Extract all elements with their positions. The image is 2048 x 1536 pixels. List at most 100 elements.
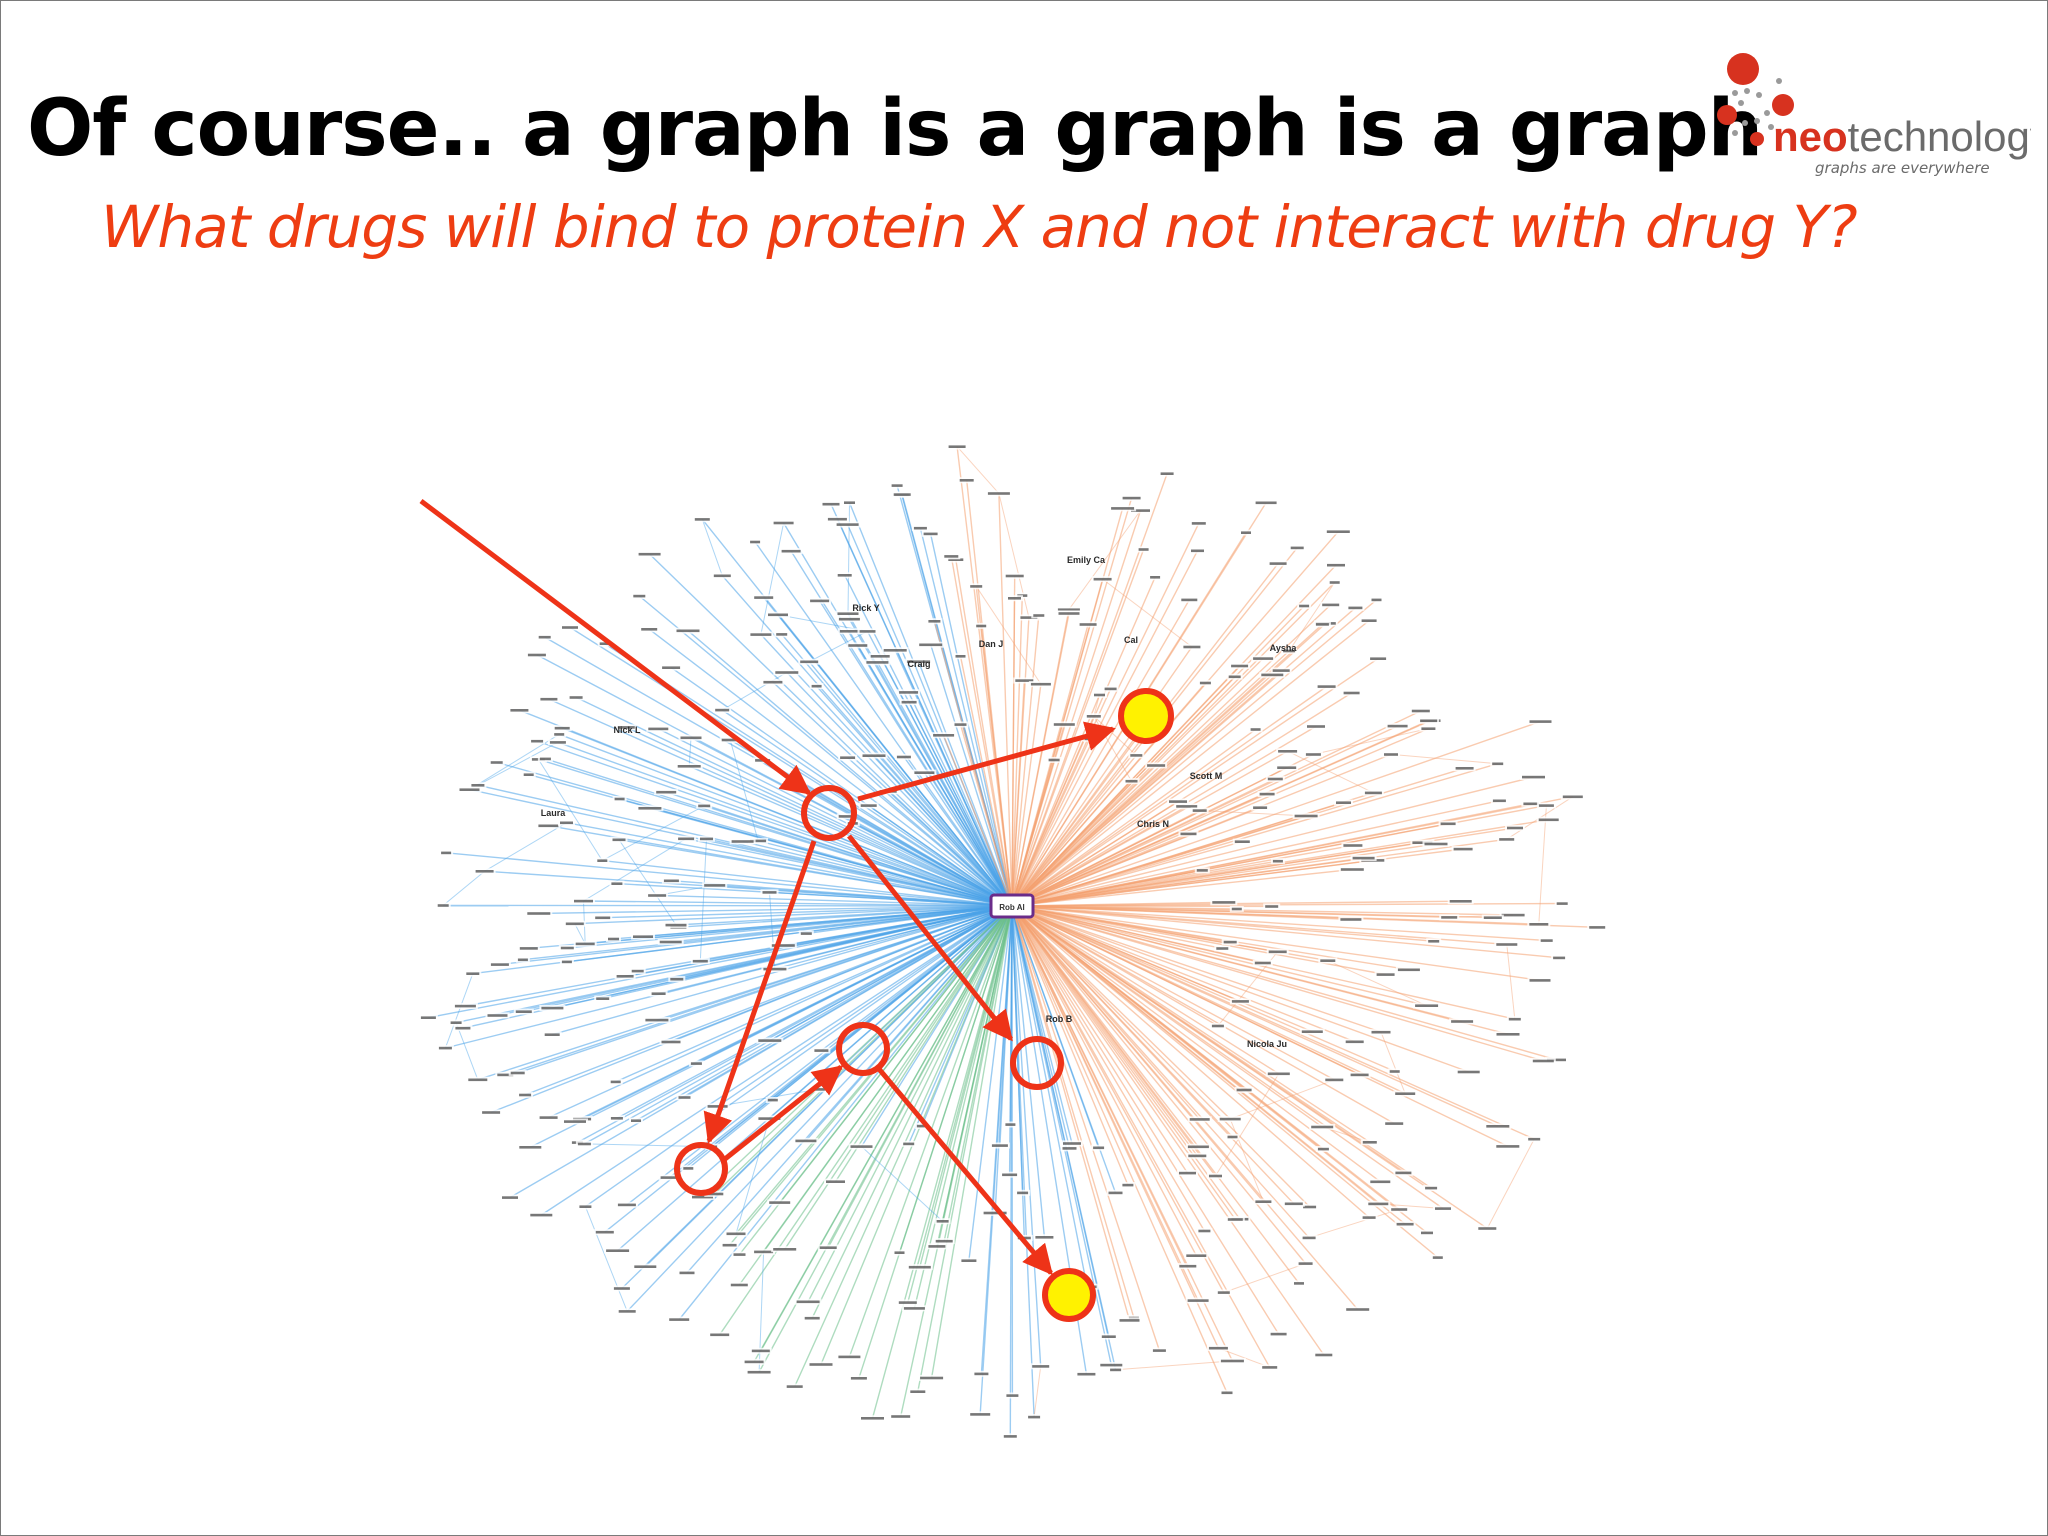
graph-node-label-glyph (1108, 1191, 1123, 1195)
graph-node-label-glyph (814, 1049, 829, 1052)
graph-node-label-glyph (836, 523, 859, 526)
graph-node-label-glyph (1234, 840, 1250, 843)
graph-edge (688, 737, 692, 767)
graph-node-label-glyph (575, 942, 595, 946)
graph-edge (1011, 868, 1353, 907)
graph-edge (871, 905, 1013, 1419)
graph-node-label-glyph (1528, 1137, 1541, 1141)
graph-node-label-glyph (827, 517, 847, 521)
graph-node-label-glyph (678, 837, 695, 841)
graph-node-label-glyph (862, 754, 886, 757)
graph-node-label-glyph (944, 555, 959, 558)
graph-edge (657, 728, 1013, 907)
graph-node-label-glyph (898, 1301, 917, 1304)
graph-node-label-glyph (707, 1105, 728, 1108)
graph-node-label-glyph (517, 958, 528, 962)
graph-node-label-glyph (1150, 576, 1161, 579)
graph-node-label-glyph (954, 723, 967, 726)
graph-node-label-glyph (928, 1245, 946, 1248)
graph-edge (760, 522, 785, 635)
graph-node-label-glyph (810, 599, 830, 603)
graph-node-label-glyph (599, 642, 610, 645)
hub-node: Rob Al (989, 893, 1035, 919)
graph-edge (1506, 944, 1516, 1020)
graph-edge (649, 553, 1013, 907)
graph-node-label-glyph (564, 1120, 586, 1123)
graph-edge (959, 656, 1013, 907)
graph-node-label-glyph (1325, 1078, 1344, 1082)
graph-node-label-glyph (438, 1046, 452, 1050)
graph-node-label-glyph (1269, 562, 1287, 565)
graph-node-label-glyph (1395, 1171, 1412, 1175)
graph-edge (930, 905, 1013, 1379)
graph-edge (1011, 905, 1129, 1186)
graph-edge (1011, 905, 1560, 959)
graph-node-label-glyph (562, 626, 578, 629)
graph-node-label-glyph (920, 1376, 944, 1380)
graph-node-label-glyph (618, 1310, 636, 1313)
graph-node-label-glyph (538, 824, 559, 828)
graph-node-label-glyph (1160, 472, 1174, 475)
graph-edge (558, 733, 1013, 907)
graph-node-label-glyph (690, 1062, 702, 1065)
graph-node-label-glyph (611, 882, 623, 885)
graph-node-label-glyph (750, 839, 767, 843)
graph-node-label: Nick L (613, 725, 641, 735)
graph-edge (1011, 905, 1325, 1356)
graph-edge (1011, 620, 1370, 907)
graph-node-label-glyph (1317, 685, 1336, 688)
graph-edge (1011, 905, 1088, 1287)
graph-edge (1093, 694, 1100, 717)
graph-node-label-glyph (1048, 758, 1060, 762)
graph-node-label-glyph (595, 916, 611, 920)
graph-node-label-glyph (1255, 1200, 1272, 1203)
graph-edge (701, 519, 723, 576)
graph-node-label: Emily Ca (1067, 555, 1106, 565)
graph-node-label-glyph (1209, 1174, 1222, 1178)
graph-node-label-glyph (1100, 1363, 1123, 1367)
graph-node-label-glyph (1538, 804, 1554, 807)
graph-node-label-glyph (923, 532, 938, 536)
graph-node-label-glyph (1396, 1222, 1414, 1226)
graph-edge (678, 905, 1013, 1320)
graph-node-label-glyph (1179, 1264, 1197, 1268)
graph-edge (1011, 713, 1153, 907)
graph-edge (1011, 905, 1544, 1062)
graph-edge (1011, 604, 1332, 907)
graph-node-label-glyph (487, 1014, 508, 1017)
graph-node-label-glyph (648, 894, 667, 897)
graph-edge (1011, 905, 1323, 1128)
graph-edge (1011, 905, 1189, 1267)
graph-node-label-glyph (1411, 709, 1430, 713)
graph-edge (774, 905, 1013, 970)
graph-edge (702, 905, 1013, 1198)
graph-node-label-glyph (1261, 673, 1284, 677)
graph-node-label-glyph (866, 661, 889, 664)
graph-node-label-glyph (466, 972, 480, 975)
graph-edge (1011, 599, 1190, 907)
graph-edge (583, 900, 1013, 907)
graph-node-label-glyph (608, 937, 619, 941)
graph-node-label-glyph (1327, 563, 1345, 567)
graph-node-label-glyph (1199, 681, 1211, 685)
graph-node-label-glyph (694, 518, 710, 521)
graph-edge (1390, 753, 1498, 765)
graph-node-label-glyph (822, 502, 840, 506)
graph-edge (1011, 720, 1541, 907)
graph-node-label-glyph (497, 1073, 514, 1077)
graph-node-label-glyph (596, 997, 610, 1000)
graph-node-label-glyph (1216, 947, 1229, 950)
graph-edge (575, 696, 1013, 907)
graph-node-label-glyph (896, 755, 911, 759)
graph-node-label-glyph (475, 870, 494, 873)
graph-node-label-glyph (1326, 530, 1350, 533)
graph-edge (619, 798, 1013, 907)
graph-node-label-glyph (577, 1142, 591, 1146)
target-drug-node-bottom (1042, 1268, 1096, 1322)
graph-edge (1011, 905, 1280, 1075)
graph-edge (1011, 905, 1300, 1284)
graph-edge (797, 784, 1013, 907)
graph-edge (687, 630, 1013, 907)
graph-node-label-glyph (1079, 623, 1097, 626)
